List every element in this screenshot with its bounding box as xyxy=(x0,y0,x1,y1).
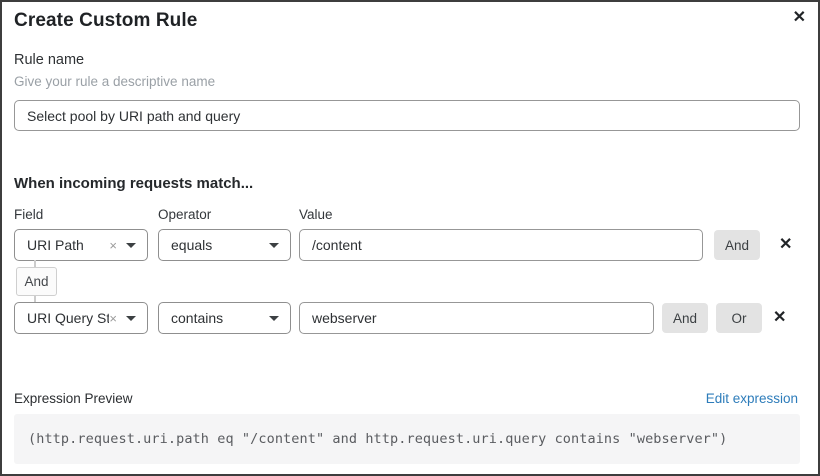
close-icon[interactable]: ✕ xyxy=(793,7,806,29)
and-connector-badge[interactable]: And xyxy=(16,267,57,296)
chevron-down-icon xyxy=(269,242,279,248)
chevron-down-icon xyxy=(126,242,136,248)
add-and-condition-button-row2[interactable]: And xyxy=(662,303,708,333)
rule-name-hint: Give your rule a descriptive name xyxy=(14,74,216,89)
remove-condition-icon-row2[interactable]: ✕ xyxy=(773,309,787,326)
operator-select-row1-value: equals xyxy=(171,237,213,253)
rule-name-label: Rule name xyxy=(14,52,85,68)
rule-name-input[interactable] xyxy=(14,100,800,131)
value-input-row1[interactable] xyxy=(299,229,703,261)
field-select-row2-value: URI Query St... xyxy=(27,310,110,326)
clear-selection-icon[interactable]: × xyxy=(109,237,117,253)
field-select-row2[interactable]: URI Query St... × xyxy=(14,302,148,334)
add-or-condition-button-row2[interactable]: Or xyxy=(716,303,762,333)
chevron-down-icon xyxy=(269,315,279,321)
add-and-condition-button-row1[interactable]: And xyxy=(714,230,760,260)
operator-column-label: Operator xyxy=(158,207,212,222)
field-select-row1[interactable]: URI Path × xyxy=(14,229,148,261)
match-heading: When incoming requests match... xyxy=(14,175,254,192)
operator-select-row2-value: contains xyxy=(171,310,224,326)
expression-preview-block: (http.request.uri.path eq "/content" and… xyxy=(14,414,800,464)
value-column-label: Value xyxy=(299,207,333,222)
expression-preview-label: Expression Preview xyxy=(14,391,133,406)
field-column-label: Field xyxy=(14,207,44,222)
operator-select-row1[interactable]: equals xyxy=(158,229,291,261)
edit-expression-link[interactable]: Edit expression xyxy=(705,391,798,406)
field-select-row1-value: URI Path xyxy=(27,237,84,253)
remove-condition-icon-row1[interactable]: ✕ xyxy=(779,236,793,253)
operator-select-row2[interactable]: contains xyxy=(158,302,291,334)
dialog-title: Create Custom Rule xyxy=(14,10,198,31)
expression-code: (http.request.uri.path eq "/content" and… xyxy=(28,431,728,447)
chevron-down-icon xyxy=(126,315,136,321)
clear-selection-icon[interactable]: × xyxy=(109,310,117,326)
value-input-row2[interactable] xyxy=(299,302,654,334)
